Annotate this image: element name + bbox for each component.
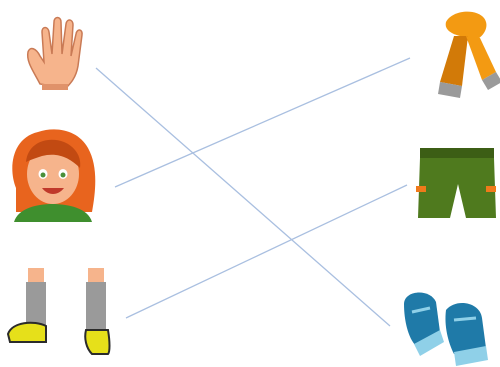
scarf-knot xyxy=(446,12,487,40)
match-line-legs-shorts xyxy=(126,185,407,318)
match-line-hand-mittens xyxy=(96,68,390,326)
right-pupil xyxy=(61,173,66,178)
mitten-right xyxy=(445,303,486,354)
left-shoe xyxy=(8,323,46,342)
hand-icon[interactable] xyxy=(28,18,82,91)
girl-head-icon[interactable] xyxy=(12,129,95,222)
left-pocket xyxy=(416,186,426,192)
hand-palm xyxy=(28,18,82,89)
scarf-tail-2 xyxy=(466,36,496,80)
legs-icon[interactable] xyxy=(8,268,110,354)
scarf-icon[interactable] xyxy=(438,12,500,98)
scarf-tail-1 xyxy=(440,36,468,86)
left-sock xyxy=(26,282,46,326)
match-line-head-scarf xyxy=(115,58,410,187)
shorts-waistband xyxy=(420,148,494,158)
mitten-right-stripe xyxy=(454,318,476,320)
left-pupil xyxy=(41,173,46,178)
right-sock xyxy=(86,282,106,332)
match-lines xyxy=(96,58,410,326)
hand-wrist xyxy=(42,84,68,90)
shorts-body xyxy=(418,158,496,218)
shorts-icon[interactable] xyxy=(416,148,496,218)
right-pocket xyxy=(486,186,496,192)
mittens-icon[interactable] xyxy=(404,292,488,366)
right-shoe xyxy=(85,330,109,354)
